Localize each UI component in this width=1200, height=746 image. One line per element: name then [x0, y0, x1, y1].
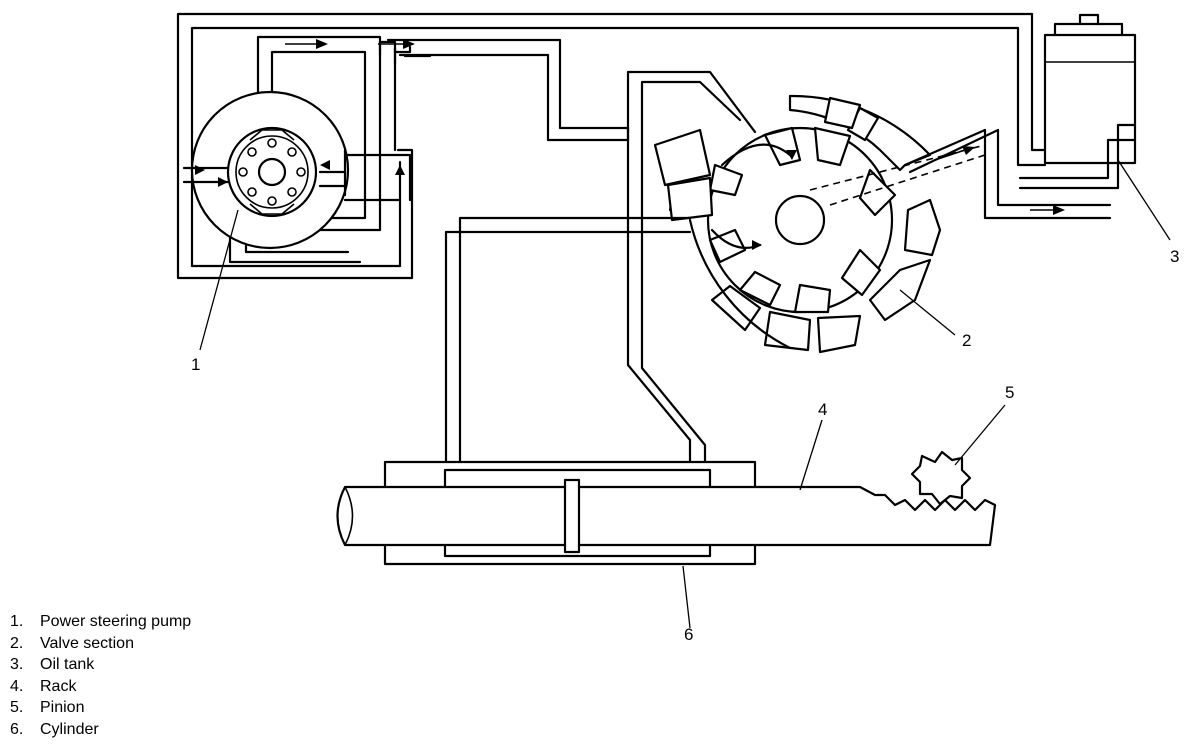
legend-label: Rack [40, 677, 77, 695]
legend-item-pinion: 5. Pinion [10, 697, 191, 719]
return-lines [176, 12, 1137, 280]
legend-num: 2. [10, 634, 24, 652]
legend-item-pump: 1. Power steering pump [10, 611, 191, 633]
legend-num: 5. [10, 699, 24, 716]
flow-arrows [195, 39, 1065, 250]
legend-label: Oil tank [40, 656, 95, 673]
callout-6: 6 [684, 625, 693, 644]
oil-tank [1043, 13, 1137, 165]
callout-3: 3 [1170, 247, 1179, 266]
cylinder-feed-lines [444, 70, 1112, 472]
callout-4: 4 [818, 400, 827, 419]
power-steering-pump [182, 90, 412, 250]
legend-label: Valve section [40, 634, 134, 652]
valve-section [653, 94, 986, 354]
pinion [910, 450, 972, 506]
legend-item-rack: 4. Rack [10, 676, 191, 698]
callout-5: 5 [1005, 383, 1014, 402]
leader-lines [199, 159, 1171, 629]
legend-item-tank: 3. Oil tank [10, 654, 191, 676]
legend-label: Pinion [40, 699, 85, 716]
legend-label: Cylinder [40, 720, 99, 738]
legend-label: Power steering pump [40, 613, 192, 630]
callout-1: 1 [191, 355, 200, 374]
legend-num: 4. [10, 677, 24, 695]
legend-num: 6. [10, 720, 24, 738]
legend: 1. Power steering pump 2. Valve section 3.… [10, 611, 191, 740]
legend-num: 3. [10, 656, 24, 673]
rack [336, 478, 997, 554]
legend-item-cylinder: 6. Cylinder [10, 719, 191, 741]
legend-item-valve: 2. Valve section [10, 633, 191, 655]
legend-num: 1. [10, 613, 24, 630]
callout-2: 2 [962, 331, 971, 350]
